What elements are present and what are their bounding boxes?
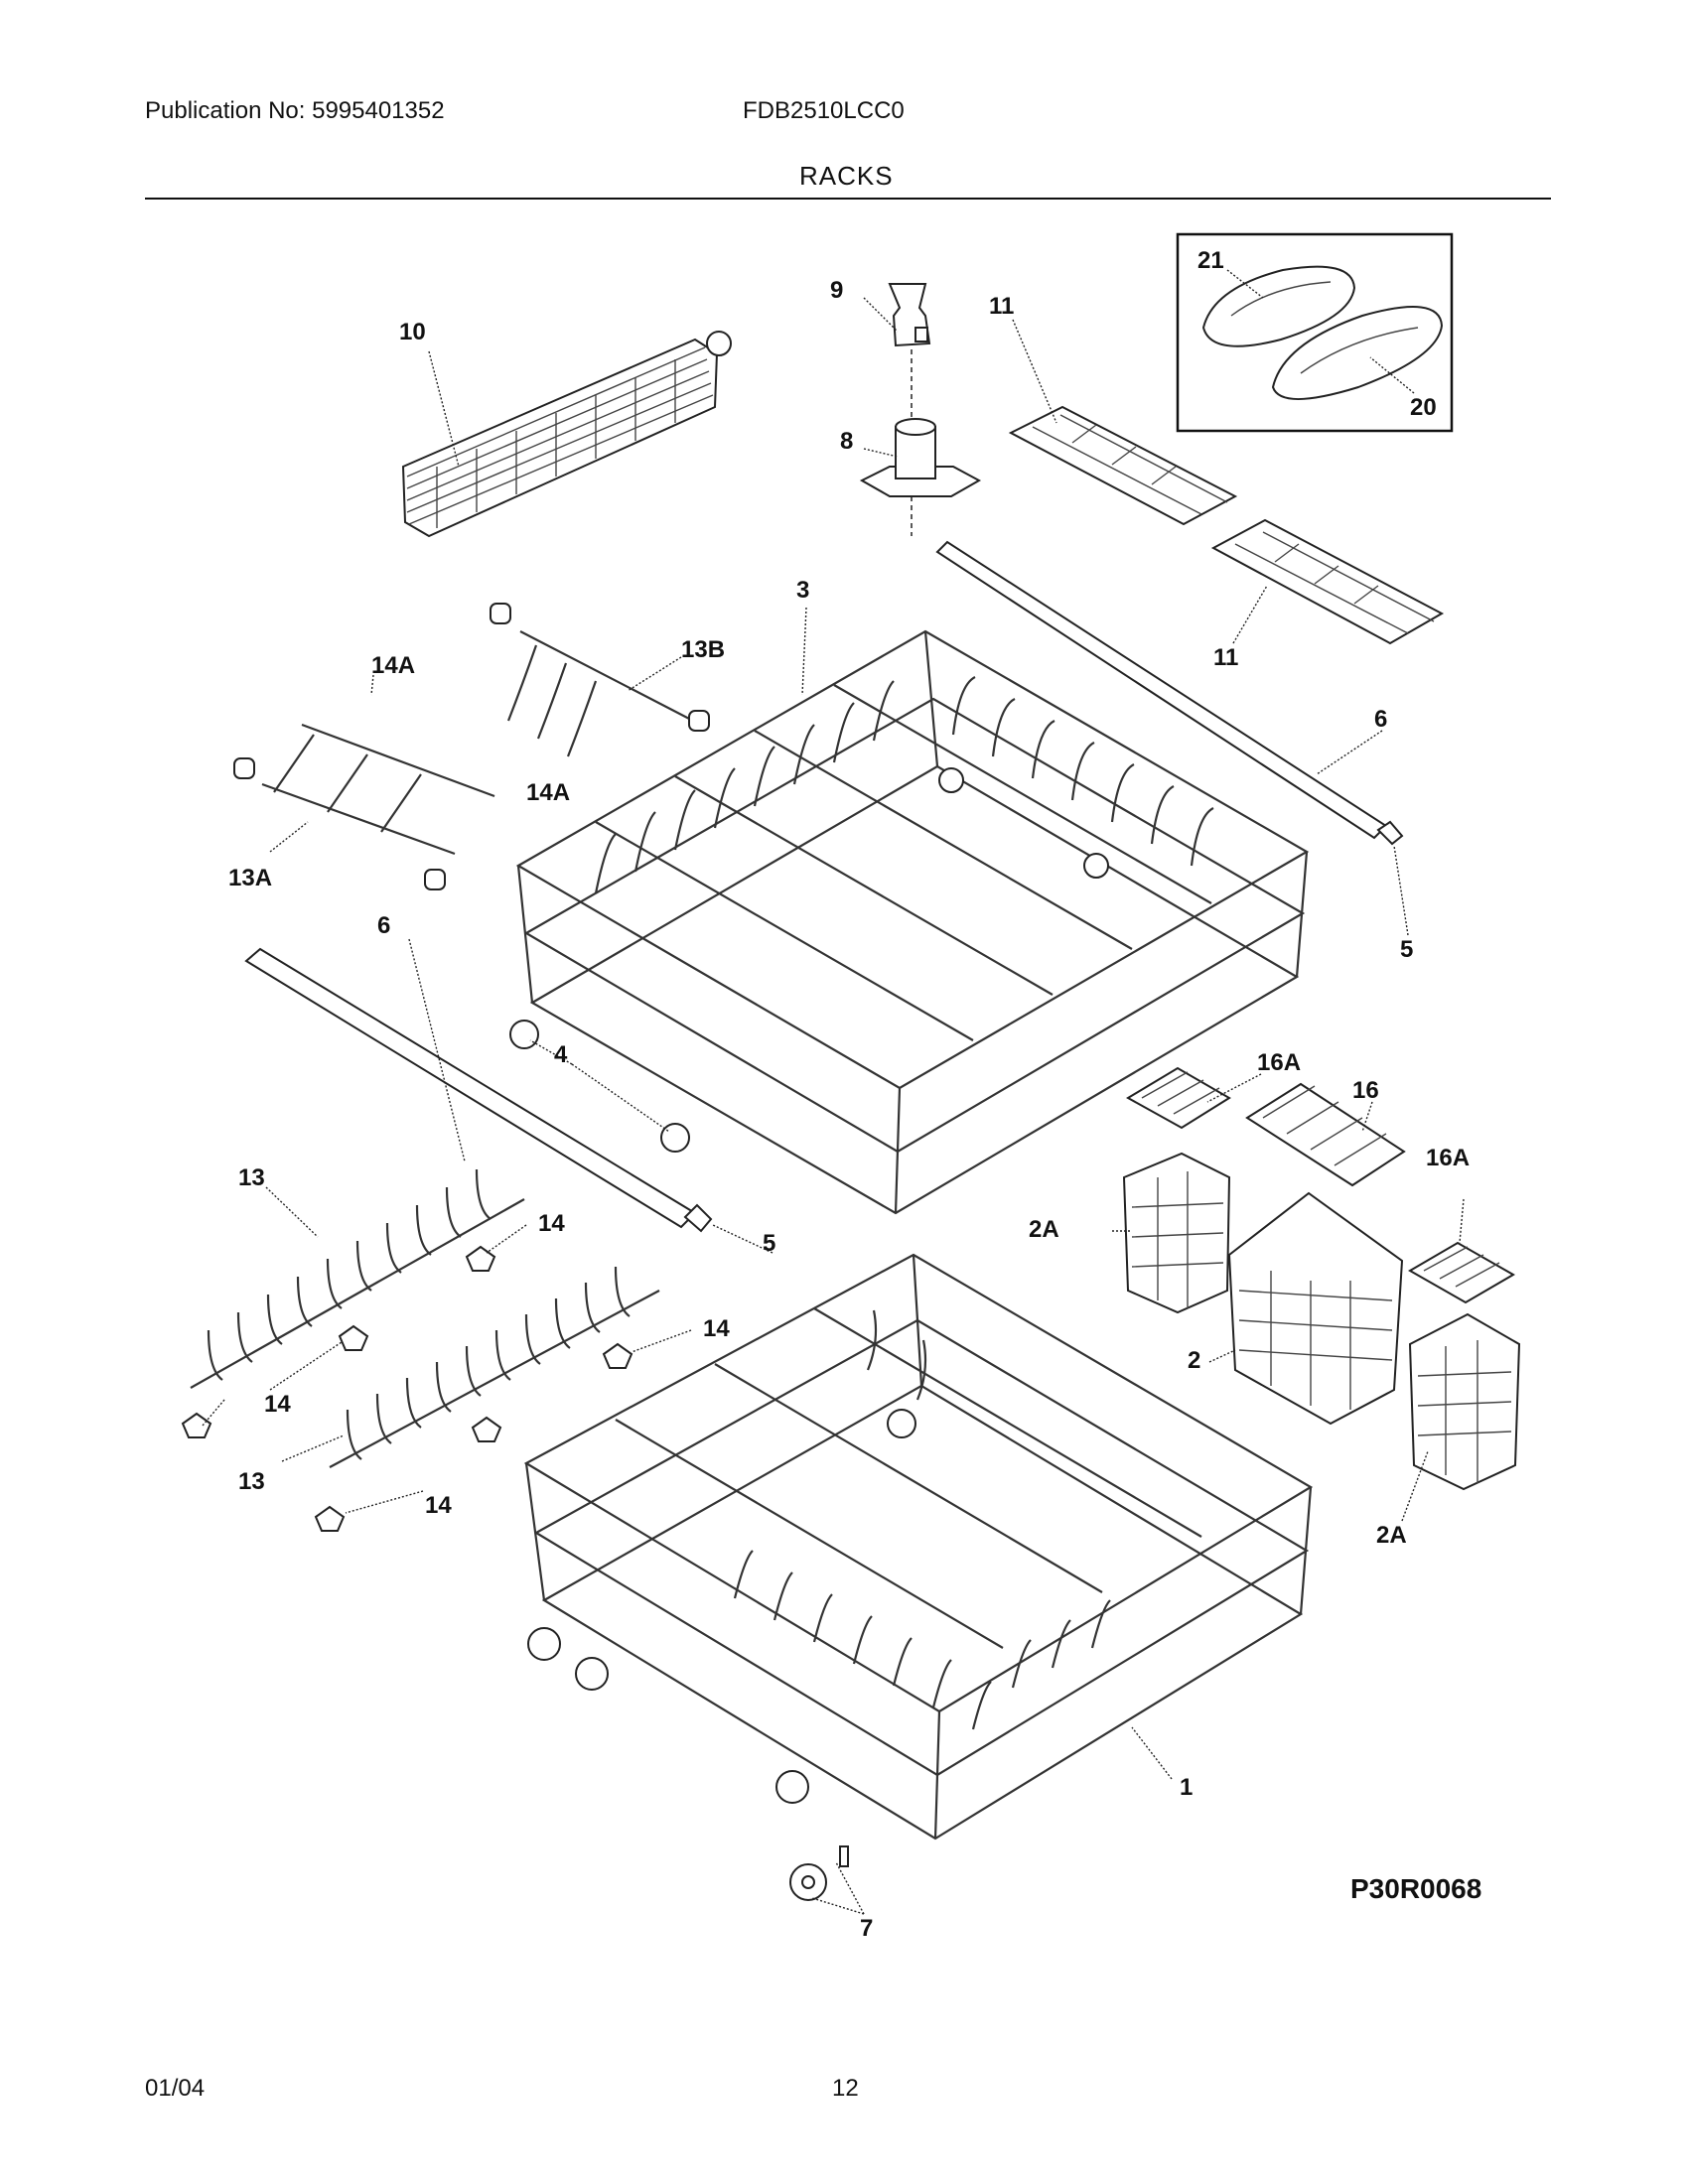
clip-part-14 xyxy=(181,1245,633,1532)
tine-part-13a xyxy=(261,723,495,856)
handle-part-20 xyxy=(1271,306,1444,400)
part-9 xyxy=(888,283,931,347)
wheel-part-7 xyxy=(789,1845,849,1901)
callout-7: 7 xyxy=(860,1915,873,1942)
lower-rack-wheels xyxy=(527,1627,809,1804)
cover-part-16a-left xyxy=(1126,1066,1231,1130)
callout-14-d: 14 xyxy=(425,1492,452,1519)
model-number: FDB2510LCC0 xyxy=(743,97,905,124)
page-number: 12 xyxy=(832,2075,859,2102)
callout-14-b: 14 xyxy=(264,1391,291,1418)
clip-part-14a xyxy=(233,603,710,890)
rail-part-6-upper xyxy=(935,540,1404,846)
header-divider xyxy=(145,198,1551,200)
section-title: RACKS xyxy=(799,161,894,191)
footer-date: 01/04 xyxy=(145,2075,206,2102)
callout-4: 4 xyxy=(554,1041,568,1068)
callout-1: 1 xyxy=(1180,1774,1193,1801)
callout-5-right: 5 xyxy=(1400,936,1413,963)
callout-2a-top: 2A xyxy=(1029,1216,1059,1243)
callout-2a-bottom: 2A xyxy=(1376,1522,1407,1549)
diagram-code: P30R0068 xyxy=(1350,1873,1481,1904)
tine-row-part-13-lower xyxy=(329,1266,660,1468)
callout-11-top: 11 xyxy=(989,293,1014,320)
lower-rack-part-1 xyxy=(523,1253,1314,1841)
rail-part-6-lower xyxy=(244,947,713,1233)
callout-8: 8 xyxy=(840,428,853,455)
callout-21: 21 xyxy=(1197,247,1224,274)
leader-lines xyxy=(202,269,1465,1915)
handle-inset xyxy=(1176,232,1454,433)
callout-9: 9 xyxy=(830,277,843,304)
callout-5-left: 5 xyxy=(763,1230,775,1257)
callout-16: 16 xyxy=(1352,1077,1379,1104)
part-8 xyxy=(859,418,982,497)
callout-20: 20 xyxy=(1410,394,1437,421)
callout-13b: 13B xyxy=(681,636,725,663)
callout-2: 2 xyxy=(1188,1347,1200,1374)
basket-part-2a-right xyxy=(1408,1312,1521,1491)
tine-row-part-13-upper xyxy=(190,1168,525,1389)
upper-rack-part-3 xyxy=(515,629,1310,1215)
callout-13-bottom: 13 xyxy=(238,1468,265,1495)
shelf-part-11-lower xyxy=(1210,518,1445,645)
basket-part-2a-left xyxy=(1122,1152,1231,1314)
shelf-part-11-upper xyxy=(1008,405,1238,526)
callout-16a-right: 16A xyxy=(1426,1145,1470,1171)
callout-11-bottom: 11 xyxy=(1213,644,1238,671)
callout-14a-top: 14A xyxy=(371,652,415,679)
cover-part-16 xyxy=(1245,1082,1406,1187)
tine-part-13b xyxy=(506,630,694,757)
callout-3: 3 xyxy=(796,577,809,604)
handle-part-21 xyxy=(1201,265,1356,347)
callout-14-a: 14 xyxy=(538,1210,565,1237)
callout-16a-left: 16A xyxy=(1257,1049,1301,1076)
callout-10: 10 xyxy=(399,319,426,345)
callout-6-left: 6 xyxy=(377,912,390,939)
basket-part-2 xyxy=(1227,1191,1404,1426)
callout-13-top: 13 xyxy=(238,1164,265,1191)
callout-6-right: 6 xyxy=(1374,706,1387,733)
callout-14-c: 14 xyxy=(703,1315,730,1342)
callout-14a-mid: 14A xyxy=(526,779,570,806)
cover-part-16a-right xyxy=(1408,1241,1515,1304)
callout-labels: 21 20 9 8 11 11 10 3 6 5 14A 13B 14A 13A… xyxy=(228,247,1481,1942)
callout-13a: 13A xyxy=(228,865,272,891)
basket-part-10 xyxy=(401,331,732,538)
publication-number: Publication No: 5995401352 xyxy=(145,97,445,124)
